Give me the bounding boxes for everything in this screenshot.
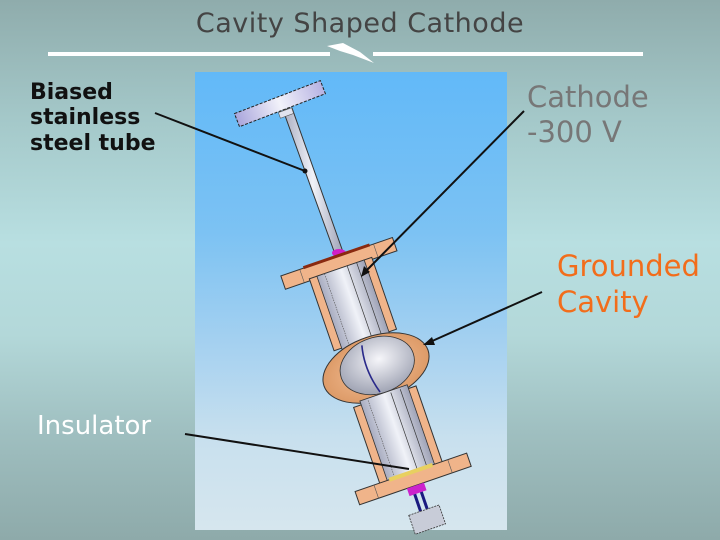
label-line: stainless (30, 105, 141, 131)
label-cathode: Cathode -300 V (527, 80, 649, 150)
label-line: steel tube (30, 130, 156, 156)
bottom-connector (408, 504, 447, 535)
cathode-body (280, 236, 472, 535)
label-line: Grounded (557, 249, 700, 283)
label-line: Cathode (527, 80, 649, 114)
label-insulator: Insulator (37, 411, 152, 441)
insulator (406, 482, 427, 497)
biased-steel-tube (278, 107, 344, 255)
label-grounded-cavity: Grounded Cavity (557, 248, 700, 321)
label-line: Cavity (557, 285, 649, 320)
slide-title: Cavity Shaped Cathode (195, 8, 525, 39)
top-disk (233, 79, 327, 128)
label-line: Biased (30, 80, 113, 105)
label-voltage: -300 V (527, 114, 622, 149)
callout-line-cathode (364, 110, 525, 273)
title-rule-right (373, 52, 643, 56)
callout-line-insulator (184, 433, 410, 470)
label-biased-stainless-steel-tube: Biased stainless steel tube (30, 80, 156, 156)
callout-line-grounded-cavity (429, 291, 543, 343)
title-rule-left (48, 52, 330, 56)
callout-line-biased-tube (154, 112, 306, 172)
